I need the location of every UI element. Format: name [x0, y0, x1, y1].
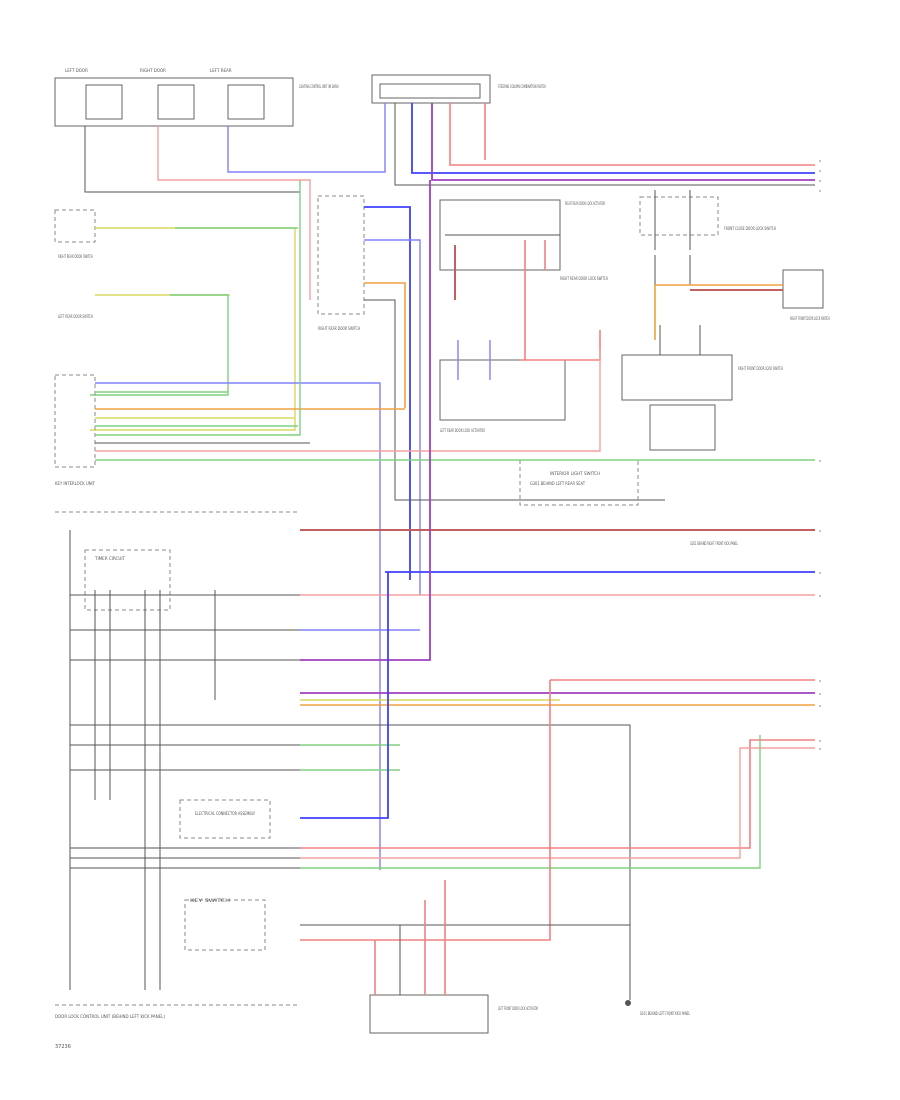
- ground-left-front: G101 BEHIND LEFT FRONT KICK PANEL: [625, 1000, 690, 1017]
- rf-lock-switch-label: RIGHT FRONT DOOR LOCK SWITCH: [738, 366, 783, 372]
- door-lock-control-unit: TIMER CIRCUIT ELECTRICAL CONNECTOR ASSEM…: [55, 530, 300, 1020]
- interior-light-switch-label: INTERIOR LIGHT SWITCH: [550, 471, 600, 477]
- interior-light-switch: INTERIOR LIGHT SWITCH G201 BEHIND RIGHT …: [519, 459, 738, 547]
- electrical-connector-label: ELECTRICAL CONNECTOR ASSEMBLY: [195, 811, 255, 817]
- ground-left-rear-label: G301 BEHIND LEFT REAR SEAT: [530, 481, 585, 487]
- lr-lock-actuator-label: LEFT REAR DOOR LOCK ACTUATOR: [440, 428, 485, 434]
- left-connector-block: KEY INTERLOCK UNIT: [54, 374, 96, 487]
- front-door-lock-switch-label: FRONT CLOSE DOOR LOCK SWITCH: [724, 226, 776, 232]
- timer-circuit-label: TIMER CIRCUIT: [94, 556, 125, 562]
- steering-column-switch-label: STEERING COLUMN COMBINATION SWITCH: [498, 84, 546, 90]
- lr-door-switch-left: LEFT REAR DOOR SWITCH: [58, 314, 93, 320]
- right-rear-door-lock-switch: RIGHT REAR DOOR LOCK SWITCH: [560, 276, 608, 282]
- ground-left-front-label: G101 BEHIND LEFT FRONT KICK PANEL: [640, 1011, 690, 1017]
- lf-lock-actuator-label: LEFT FRONT DOOR LOCK ACTUATOR: [498, 1006, 538, 1012]
- figure-ref: 37236: [55, 1044, 71, 1050]
- right-front-door-lock-switch-block: RIGHT FRONT DOOR LOCK SWITCH: [621, 325, 783, 451]
- right-front-door-lock-actuator: RIGHT FRONT DOOR LOCK SWITCH: [654, 269, 830, 340]
- rr-lock-switch-label: RIGHT REAR DOOR LOCK SWITCH: [560, 276, 608, 282]
- left-front-door-lock-actuator: LEFT FRONT DOOR LOCK ACTUATOR: [369, 880, 538, 1034]
- front-door-lock-switch: FRONT CLOSE DOOR LOCK SWITCH: [639, 190, 776, 285]
- rr-door-switch-left: RIGHT REAR DOOR SWITCH: [58, 254, 93, 260]
- steering-column-switch: STEERING COLUMN COMBINATION SWITCH: [371, 74, 546, 104]
- rear-door-switches-left: RIGHT REAR DOOR SWITCH LEFT REAR DOOR SW…: [54, 209, 96, 320]
- rf-actuator-label: RIGHT FRONT DOOR LOCK SWITCH: [790, 316, 830, 322]
- right-rear-door-lock-actuator: RIGHT REAR DOOR LOCK ACTUATOR: [439, 199, 605, 360]
- ground-right-front: G201 BEHIND RIGHT FRONT KICK PANEL: [690, 541, 738, 547]
- right-rear-door-switch: RIGHT REAR DOOR SWITCH: [317, 195, 365, 332]
- ground-left-rear: G301 BEHIND LEFT REAR SEAT: [530, 481, 585, 487]
- door-lock-control-unit-label: DOOR LOCK CONTROL UNIT (BEHIND LEFT KICK…: [55, 1014, 165, 1020]
- rr-door-switch-label: RIGHT REAR DOOR SWITCH: [318, 326, 360, 332]
- key-switch-label: KEY SWITCH: [190, 898, 230, 904]
- svg-text:RIGHT DOOR: RIGHT DOOR: [140, 68, 166, 73]
- key-interlock-label: KEY INTERLOCK UNIT: [55, 481, 95, 487]
- svg-text:LEFT REAR: LEFT REAR: [210, 68, 232, 73]
- left-rear-door-lock-actuator: LEFT REAR DOOR LOCK ACTUATOR: [439, 330, 601, 434]
- light-control-unit-label: LIGHTING CONTROL UNIT (IN DASH): [299, 84, 339, 90]
- rr-lock-actuator-label: RIGHT REAR DOOR LOCK ACTUATOR: [565, 201, 605, 207]
- light-control-unit: LEFT DOOR RIGHT DOOR LEFT REAR LIGHTING …: [54, 68, 339, 127]
- svg-text:LEFT DOOR: LEFT DOOR: [65, 68, 88, 73]
